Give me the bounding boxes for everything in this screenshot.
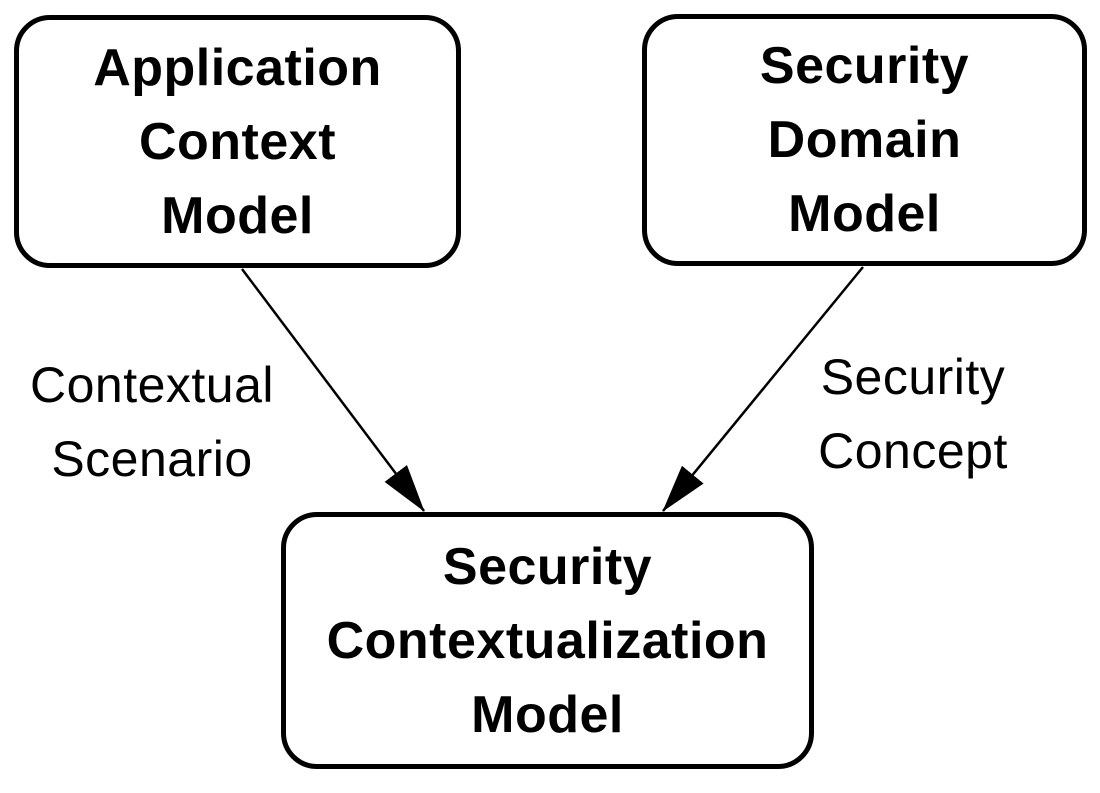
node-security-contextualization-model: Security Contextualization Model [281, 512, 814, 769]
node-label-line: Security [442, 537, 653, 596]
node-application-context-model: Application Context Model [14, 15, 461, 268]
edge-label-line: Contextual [29, 357, 275, 413]
edge-label-contextual-scenario: Contextual Scenario [12, 348, 292, 496]
node-label-line: Contextualization [326, 611, 769, 670]
node-security-domain-model: Security Domain Model [642, 14, 1087, 266]
edge-label-security-concept: Security Concept [773, 340, 1053, 488]
node-label-line: Model [161, 186, 314, 245]
node-label-line: Security [759, 37, 970, 95]
node-label-line: Application [93, 38, 382, 97]
edge-label-line: Scenario [51, 431, 253, 487]
node-label-line: Model [471, 685, 624, 744]
node-label-line: Context [138, 112, 337, 171]
node-label-line: Model [788, 185, 941, 243]
edge-label-line: Security [820, 349, 1006, 405]
node-label-line: Domain [767, 111, 962, 169]
edge-label-line: Concept [818, 423, 1008, 479]
